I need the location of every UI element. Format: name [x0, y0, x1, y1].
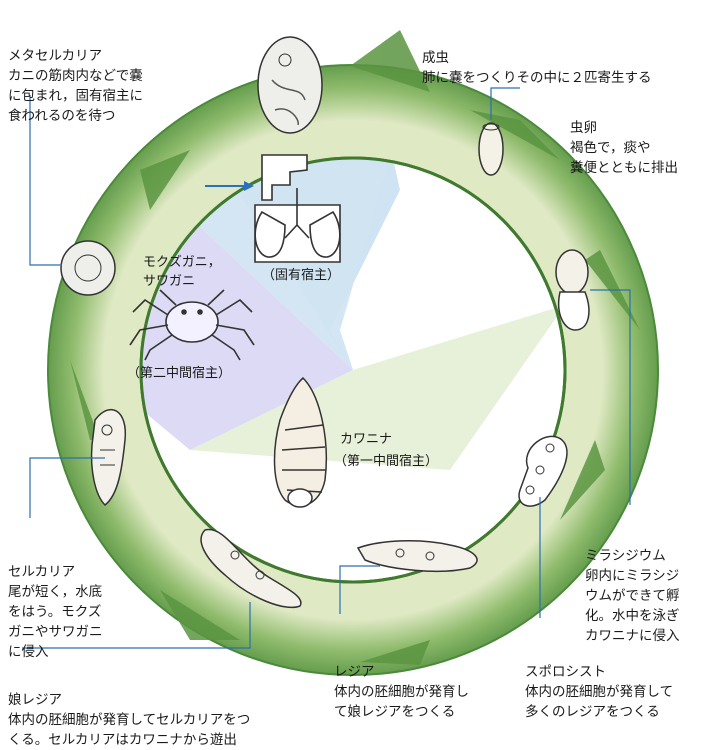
redia-label: レジア体内の胚細胞が発育し て娘レジアをつくる	[334, 622, 469, 722]
definitive-host-label: （固有宿主）	[262, 268, 341, 283]
metacercaria-title: メタセルカリア	[8, 48, 103, 64]
miracidium-label: ミラシジウム卵内にミラシジ ウムができて孵 化。水中を泳ぎ カワニナに侵入	[585, 506, 680, 646]
lungs-icon	[254, 154, 341, 263]
egg-desc: 褐色で，痰や 糞便とともに排出	[570, 140, 678, 176]
metacercaria-desc: カニの筋肉内などで嚢 に包まれ，固有宿主に 食われるのを待つ	[8, 68, 143, 124]
first-host-label: （第一中間宿主）	[334, 454, 439, 469]
sporocyst-icon	[518, 435, 568, 507]
adult-label: 成虫肺に嚢をつくりその中に２匹寄生する	[422, 8, 652, 88]
leader-lines	[22, 87, 631, 649]
sporocyst-label: スポロシスト体内の胚細胞が発育して 多くのレジアをつくる	[525, 622, 673, 722]
second-host-label: （第二中間宿主）	[127, 366, 232, 381]
daughter-redia-title: 娘レジア	[8, 692, 62, 708]
redia-title: レジア	[334, 664, 375, 680]
metacercaria-label: メタセルカリアカニの筋肉内などで嚢 に包まれ，固有宿主に 食われるのを待つ	[8, 6, 143, 126]
life-cycle-diagram	[22, 30, 659, 676]
sporocyst-desc: 体内の胚細胞が発育して 多くのレジアをつくる	[525, 684, 674, 720]
redia-desc: 体内の胚細胞が発育し て娘レジアをつくる	[334, 684, 469, 720]
snail-shell-icon	[273, 376, 328, 508]
egg-label: 虫卵褐色で，痰や 糞便とともに排出	[570, 78, 678, 178]
adult-title: 成虫	[422, 50, 449, 66]
adult-fluke-icon	[257, 36, 323, 134]
daughter-redia-desc: 体内の胚細胞が発育してセルカリアをつ くる。セルカリアはカワニナから遊出	[8, 712, 251, 748]
egg-title: 虫卵	[570, 120, 597, 136]
metacercaria-icon	[60, 240, 116, 296]
redia-icon	[356, 539, 478, 572]
daughter-redia-icon	[200, 528, 302, 609]
entry-arrow-icon	[205, 181, 254, 191]
crab-icon	[129, 289, 255, 361]
miracidium-title: ミラシジウム	[585, 548, 666, 564]
second-host-names: モクズガニ， サワガニ	[143, 255, 221, 289]
daughter-redia-label: 娘レジア体内の胚細胞が発育してセルカリアをつ くる。セルカリアはカワニナから遊出	[8, 650, 250, 750]
cercaria-label: セルカリア尾が短く，水底 をはう。モクズ ガニやサワガニ に侵入	[8, 522, 103, 662]
cercaria-desc: 尾が短く，水底 をはう。モクズ ガニやサワガニ に侵入	[8, 584, 103, 660]
second-host-sector	[141, 180, 353, 450]
cercaria-icon	[90, 408, 127, 506]
adult-desc: 肺に嚢をつくりその中に２匹寄生する	[422, 70, 652, 86]
egg-icon	[478, 122, 504, 176]
sporocyst-title: スポロシスト	[525, 664, 606, 680]
miracidium-icon	[555, 249, 590, 331]
cercaria-title: セルカリア	[8, 564, 76, 580]
first-host-name: カワニナ	[340, 432, 393, 447]
miracidium-desc: 卵内にミラシジ ウムができて孵 化。水中を泳ぎ カワニナに侵入	[585, 568, 680, 644]
